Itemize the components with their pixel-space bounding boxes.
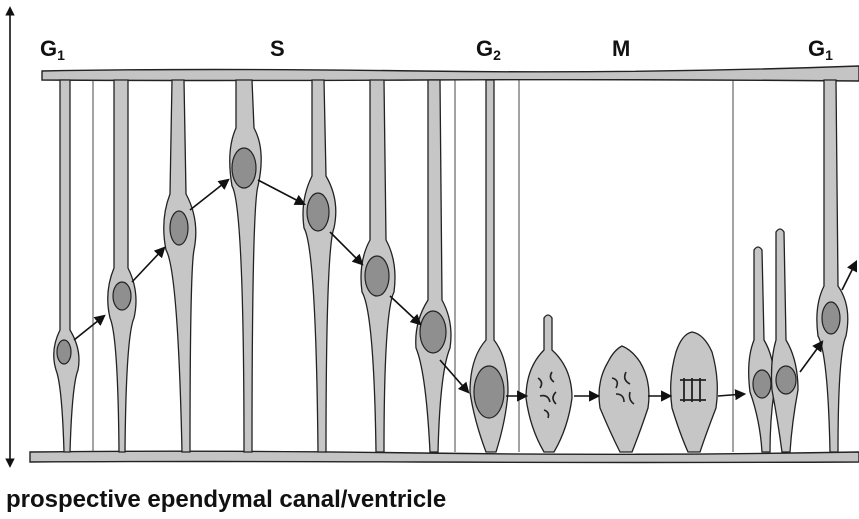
label-g1-left: G1 bbox=[40, 36, 65, 63]
cell-3 bbox=[164, 80, 196, 452]
label-g1-right-main: G bbox=[808, 36, 825, 61]
label-s: S bbox=[270, 36, 285, 62]
cell-13 bbox=[772, 229, 799, 452]
nucleus-12 bbox=[753, 370, 771, 398]
label-g1-right: G1 bbox=[808, 36, 833, 63]
nucleus-6 bbox=[365, 256, 389, 296]
nucleus-2 bbox=[113, 282, 131, 310]
nucleus-13 bbox=[776, 366, 796, 394]
nucleus-14 bbox=[822, 302, 840, 334]
ventricle-caption: prospective ependymal canal/ventricle bbox=[6, 486, 446, 514]
cell-12 bbox=[749, 247, 775, 452]
arrow-6 bbox=[390, 296, 420, 324]
arrow-5 bbox=[330, 232, 362, 264]
cell-14 bbox=[817, 80, 848, 452]
cell-4 bbox=[230, 80, 261, 452]
arrow-13 bbox=[842, 262, 856, 290]
label-g2-sub: 2 bbox=[493, 47, 501, 63]
nucleus-4 bbox=[232, 148, 256, 188]
cell-2 bbox=[108, 80, 136, 452]
cell-9 bbox=[526, 315, 572, 452]
label-s-main: S bbox=[270, 36, 285, 61]
label-m-main: M bbox=[612, 36, 630, 61]
arrow-4 bbox=[258, 180, 304, 204]
arrow-12 bbox=[800, 342, 822, 372]
ventricular-surface-membrane bbox=[30, 451, 859, 462]
cells bbox=[54, 80, 848, 452]
cell-1 bbox=[54, 80, 79, 452]
cell-11 bbox=[671, 332, 718, 452]
nucleus-3 bbox=[170, 211, 188, 245]
arrow-11 bbox=[718, 394, 744, 396]
arrow-7 bbox=[440, 360, 468, 392]
nucleus-5 bbox=[307, 193, 329, 231]
nucleus-8 bbox=[474, 366, 504, 418]
nucleus-1 bbox=[57, 340, 71, 364]
pial-surface-membrane bbox=[42, 66, 859, 81]
label-g2-main: G bbox=[476, 36, 493, 61]
label-m: M bbox=[612, 36, 630, 62]
label-g1-left-main: G bbox=[40, 36, 57, 61]
cell-7 bbox=[416, 80, 451, 452]
arrow-3 bbox=[190, 180, 228, 210]
label-g2: G2 bbox=[476, 36, 501, 63]
arrow-2 bbox=[132, 248, 164, 282]
label-g1-left-sub: 1 bbox=[57, 47, 65, 63]
nucleus-7 bbox=[420, 311, 446, 353]
cell-5 bbox=[303, 80, 336, 452]
label-g1-right-sub: 1 bbox=[825, 47, 833, 63]
arrow-1 bbox=[74, 316, 104, 340]
